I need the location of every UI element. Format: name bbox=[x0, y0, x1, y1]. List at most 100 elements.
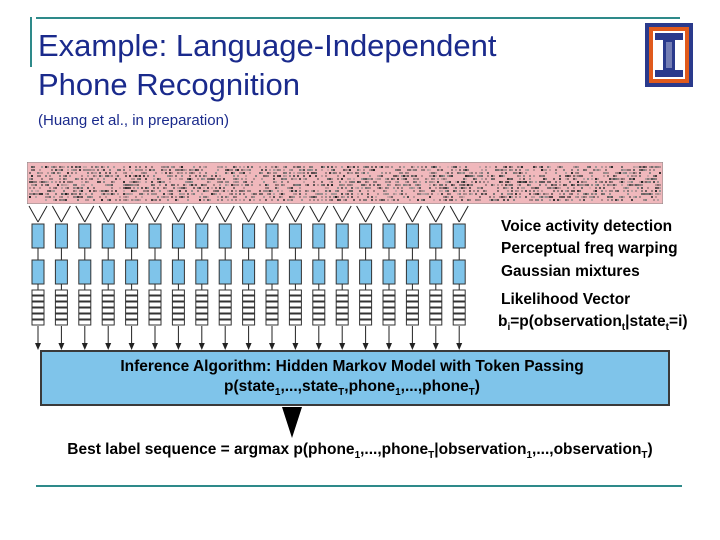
likelihood-cell bbox=[335, 313, 349, 320]
likelihood-cell bbox=[101, 307, 115, 314]
feature-box bbox=[382, 259, 396, 285]
frame-arrow-icon bbox=[152, 343, 158, 350]
feature-box bbox=[265, 259, 279, 285]
frame-window-line bbox=[318, 205, 329, 223]
likelihood-cell bbox=[429, 301, 443, 308]
feature-box bbox=[242, 223, 256, 249]
likelihood-cell bbox=[171, 313, 185, 320]
feature-box bbox=[359, 223, 373, 249]
frame-window-line bbox=[239, 205, 250, 223]
feature-box bbox=[429, 259, 443, 285]
likelihood-cell bbox=[288, 295, 302, 302]
likelihood-cell bbox=[78, 289, 92, 296]
feature-box bbox=[195, 223, 209, 249]
likelihood-cell bbox=[218, 319, 232, 326]
likelihood-cell bbox=[382, 313, 396, 320]
likelihood-cell bbox=[195, 319, 209, 326]
frame-window-line bbox=[51, 205, 62, 223]
frame-window-line bbox=[341, 205, 352, 223]
likelihood-cell bbox=[382, 301, 396, 308]
feature-box bbox=[171, 259, 185, 285]
citation: (Huang et al., in preparation) bbox=[38, 112, 229, 129]
likelihood-cell bbox=[265, 319, 279, 326]
likelihood-cell bbox=[78, 301, 92, 308]
slide-title-line1: Example: Language-Independent bbox=[38, 28, 497, 63]
likelihood-cell bbox=[429, 295, 443, 302]
likelihood-cell bbox=[101, 319, 115, 326]
frame-window-line bbox=[435, 205, 446, 223]
frame-window-line bbox=[388, 205, 399, 223]
feature-box bbox=[148, 259, 162, 285]
feature-box bbox=[312, 259, 326, 285]
likelihood-cell bbox=[312, 295, 326, 302]
frame-window-line bbox=[365, 205, 376, 223]
frame-arrow-icon bbox=[58, 343, 65, 350]
feature-box bbox=[195, 259, 209, 285]
step-gaussian-mixtures: Gaussian mixtures bbox=[501, 263, 640, 280]
likelihood-cell bbox=[312, 289, 326, 296]
likelihood-cell bbox=[242, 289, 256, 296]
frame-arrow-icon bbox=[409, 343, 416, 350]
feature-box bbox=[218, 259, 232, 285]
likelihood-cell bbox=[359, 289, 373, 296]
likelihood-cell bbox=[452, 295, 466, 302]
frame-arrow-icon bbox=[339, 343, 346, 350]
likelihood-cell bbox=[359, 319, 373, 326]
likelihood-cell bbox=[148, 295, 162, 302]
frame-window-line bbox=[215, 205, 226, 223]
frame-window-line bbox=[411, 205, 422, 223]
likelihood-cell bbox=[382, 307, 396, 314]
likelihood-cell bbox=[288, 313, 302, 320]
frame-window-line bbox=[145, 205, 156, 223]
likelihood-cell bbox=[405, 295, 419, 302]
likelihood-cell bbox=[405, 307, 419, 314]
likelihood-cell bbox=[359, 307, 373, 314]
likelihood-cell bbox=[171, 307, 185, 314]
feature-box bbox=[101, 223, 115, 249]
slide-title-line2: Phone Recognition bbox=[38, 67, 300, 102]
likelihood-cell bbox=[288, 307, 302, 314]
likelihood-cell bbox=[54, 313, 68, 320]
likelihood-cell bbox=[382, 319, 396, 326]
likelihood-cell bbox=[78, 295, 92, 302]
likelihood-cell bbox=[429, 313, 443, 320]
likelihood-cell bbox=[335, 295, 349, 302]
likelihood-cell bbox=[195, 307, 209, 314]
frame-arrow-icon bbox=[269, 343, 275, 350]
likelihood-cell bbox=[452, 289, 466, 296]
frame-arrow-icon bbox=[222, 343, 229, 350]
likelihood-cell bbox=[31, 289, 45, 296]
frame-arrow-icon bbox=[386, 343, 392, 350]
likelihood-cell bbox=[148, 313, 162, 320]
frame-arrow-icon bbox=[198, 343, 205, 350]
likelihood-cell bbox=[429, 319, 443, 326]
likelihood-cell bbox=[265, 289, 279, 296]
output-arrow-icon bbox=[282, 407, 302, 438]
feature-box bbox=[335, 223, 349, 249]
likelihood-cell bbox=[265, 313, 279, 320]
feature-box bbox=[335, 259, 349, 285]
feature-box bbox=[405, 259, 419, 285]
likelihood-cell bbox=[101, 295, 115, 302]
likelihood-cell bbox=[359, 295, 373, 302]
likelihood-cell bbox=[148, 307, 162, 314]
likelihood-cell bbox=[54, 307, 68, 314]
frame-arrow-icon bbox=[362, 343, 369, 350]
likelihood-cell bbox=[125, 289, 139, 296]
likelihood-cell bbox=[171, 319, 185, 326]
frame-window-line bbox=[177, 205, 188, 223]
frame-window-line bbox=[262, 205, 273, 223]
likelihood-cell bbox=[31, 313, 45, 320]
likelihood-cell bbox=[405, 289, 419, 296]
feature-box bbox=[265, 223, 279, 249]
likelihood-cell bbox=[54, 289, 68, 296]
frame-window-line bbox=[248, 205, 259, 223]
frame-window-line bbox=[285, 205, 296, 223]
feature-box bbox=[359, 259, 373, 285]
likelihood-cell bbox=[195, 313, 209, 320]
likelihood-cell bbox=[195, 289, 209, 296]
likelihood-cell bbox=[242, 301, 256, 308]
frame-window-line bbox=[224, 205, 235, 223]
likelihood-cell bbox=[54, 319, 68, 326]
frame-window-line bbox=[309, 205, 320, 223]
